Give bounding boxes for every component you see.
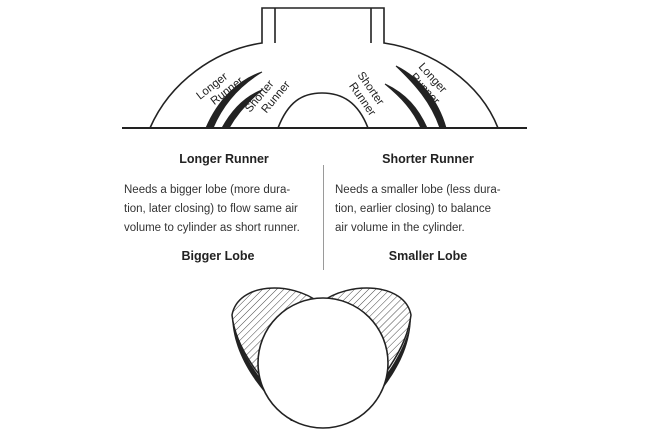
left-column-description: Needs a bigger lobe (more dura- tion, la… bbox=[124, 181, 310, 238]
runner-label-right-shorter: Shorter Runner bbox=[344, 70, 389, 119]
left-longer-runner-wall bbox=[205, 71, 263, 129]
center-dome bbox=[277, 92, 369, 129]
column-divider bbox=[323, 165, 324, 270]
manifold-outer-shell bbox=[149, 7, 499, 129]
right-description-line: tion, earlier closing) to balance bbox=[335, 203, 491, 215]
left-shorter-runner-wall bbox=[221, 89, 263, 129]
left-description-line: Needs a bigger lobe (more dura- bbox=[124, 184, 291, 196]
right-longer-runner-wall bbox=[395, 65, 447, 129]
right-description-line: air volume in the cylinder. bbox=[335, 222, 465, 234]
left-lobe-label: Bigger Lobe bbox=[181, 249, 255, 263]
right-column-title: Shorter Runner bbox=[382, 152, 474, 166]
cam-lobe-overlay bbox=[231, 287, 412, 429]
runner-label-right-longer: Longer Runner bbox=[406, 61, 451, 107]
left-description-line: volume to cylinder as short runner. bbox=[124, 222, 300, 234]
left-description-line: tion, later closing) to flow same air bbox=[124, 203, 298, 215]
cam-base-circle bbox=[257, 297, 389, 429]
left-column-title: Longer Runner bbox=[179, 152, 269, 166]
right-lobe-label: Smaller Lobe bbox=[388, 249, 468, 263]
right-shorter-runner-wall bbox=[384, 83, 428, 129]
right-column-description: Needs a smaller lobe (less dura- tion, e… bbox=[335, 181, 521, 238]
intake-manifold bbox=[122, 7, 527, 129]
right-description-line: Needs a smaller lobe (less dura- bbox=[335, 184, 501, 196]
runner-walls bbox=[205, 65, 447, 129]
